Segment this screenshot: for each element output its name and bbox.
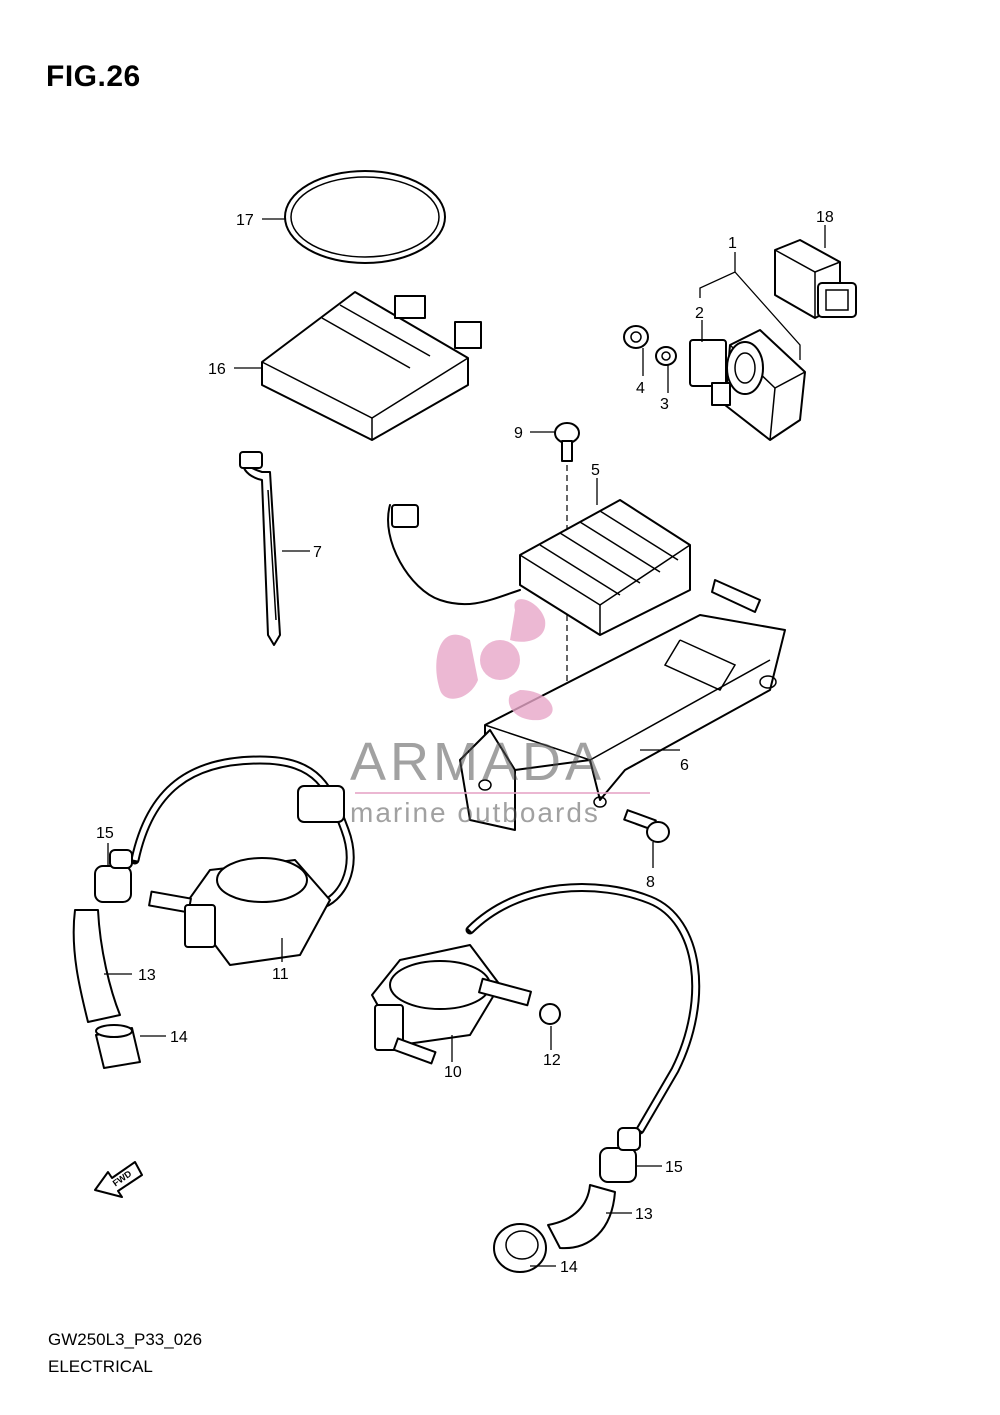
- watermark-brand: ARMADA: [350, 732, 605, 792]
- callout-14-lower[interactable]: 14: [560, 1259, 578, 1276]
- part-15-seal-upper[interactable]: [94, 849, 133, 903]
- callout-2[interactable]: 2: [695, 305, 704, 322]
- part-16-ecm[interactable]: [261, 291, 482, 441]
- callout-13-lower[interactable]: 13: [635, 1206, 653, 1223]
- callout-11[interactable]: 11: [272, 966, 289, 983]
- part-10-ignition-coil[interactable]: [371, 883, 701, 1135]
- callout-7[interactable]: 7: [313, 544, 322, 561]
- callout-10[interactable]: 10: [444, 1064, 462, 1081]
- part-2-starter-relay[interactable]: [689, 329, 806, 441]
- watermark-logo-icon: [436, 599, 553, 721]
- callout-4[interactable]: 4: [636, 380, 645, 397]
- part-13-plug-cap-lower[interactable]: [547, 1184, 616, 1250]
- callout-8[interactable]: 8: [646, 874, 655, 891]
- callout-5[interactable]: 5: [591, 462, 600, 479]
- watermark-tagline: marine outboards: [350, 797, 600, 828]
- part-8-bolt[interactable]: [623, 809, 670, 843]
- part-18-connector[interactable]: [774, 239, 857, 319]
- part-9-screw[interactable]: [554, 422, 580, 462]
- section-name: ELECTRICAL: [48, 1357, 153, 1376]
- figure-title: FIG.26: [46, 60, 141, 93]
- callout-9[interactable]: 9: [514, 425, 523, 442]
- callout-1[interactable]: 1: [728, 235, 737, 252]
- callout-3[interactable]: 3: [660, 396, 669, 413]
- part-17-band[interactable]: [284, 170, 446, 264]
- part-15-seal-lower[interactable]: [599, 1127, 641, 1183]
- part-11-ignition-coil[interactable]: [130, 755, 355, 966]
- diagram-code: GW250L3_P33_026: [48, 1330, 203, 1349]
- callout-15-upper[interactable]: 15: [96, 825, 114, 842]
- part-12-nut[interactable]: [539, 1003, 561, 1025]
- part-13-plug-cap-upper[interactable]: [72, 909, 121, 1023]
- part-7-cable-tie[interactable]: [239, 451, 281, 646]
- callout-18[interactable]: 18: [816, 209, 834, 226]
- callout-14-upper[interactable]: 14: [170, 1029, 188, 1046]
- callout-17[interactable]: 17: [236, 212, 254, 229]
- callout-6[interactable]: 6: [680, 757, 689, 774]
- part-3-washer[interactable]: [655, 346, 677, 366]
- part-14-boot-upper[interactable]: [95, 1024, 141, 1069]
- callout-12[interactable]: 12: [543, 1052, 561, 1069]
- callout-13-upper[interactable]: 13: [138, 967, 156, 984]
- fwd-arrow-icon: FWD: [94, 1161, 143, 1198]
- callout-15-lower[interactable]: 15: [665, 1159, 683, 1176]
- part-4-nut[interactable]: [623, 325, 649, 349]
- part-6-bracket[interactable]: [459, 579, 786, 831]
- part-5-regulator-rectifier[interactable]: [387, 499, 691, 636]
- callout-16[interactable]: 16: [208, 361, 226, 378]
- part-14-boot-lower[interactable]: [493, 1223, 547, 1273]
